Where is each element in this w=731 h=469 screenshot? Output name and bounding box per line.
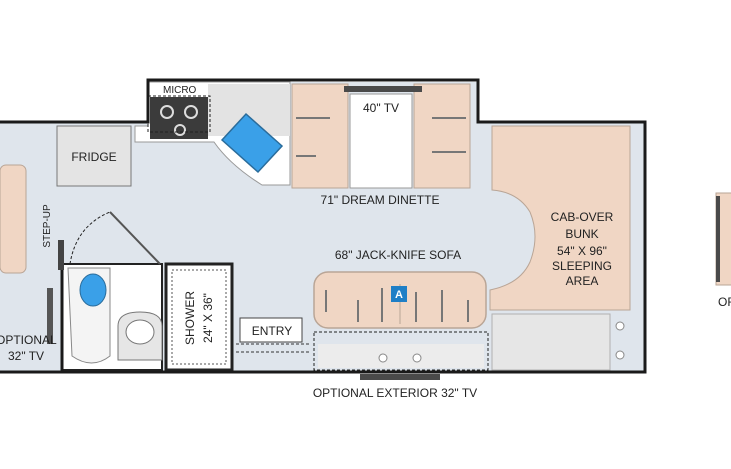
entry-step	[239, 317, 303, 343]
exterior-tv-label: OPTIONAL EXTERIOR 32" TV	[313, 386, 477, 400]
shower	[164, 262, 234, 372]
cab-over-label-1: CAB-OVER	[551, 210, 614, 224]
tv-40-bar	[344, 86, 422, 92]
shower-label-2: 24" X 36"	[201, 293, 215, 343]
cab-seat-area	[491, 313, 611, 371]
fridge-label: FRIDGE	[71, 150, 116, 164]
seat-knob	[615, 350, 625, 360]
tv-40-label: 40" TV	[363, 101, 399, 115]
micro-label: MICRO	[163, 85, 197, 96]
dinette-table	[349, 93, 413, 189]
kitchen-sink	[220, 112, 284, 174]
knob	[412, 353, 422, 363]
dinette-seat-right	[413, 83, 471, 189]
exterior-tv-bar	[360, 374, 440, 380]
marker-badge-text: A	[395, 289, 403, 301]
bath-sink	[79, 273, 107, 307]
bath-door	[109, 211, 161, 265]
cab-over-bunk-area	[489, 125, 631, 311]
right-partial-bar	[716, 196, 720, 282]
cab-over-label-5: AREA	[566, 274, 599, 288]
dinette-seat-left	[291, 83, 349, 189]
burner	[174, 124, 186, 136]
cab-over-label-3: 54" X 96"	[557, 244, 607, 258]
dinette-label: 71" DREAM DINETTE	[321, 193, 440, 207]
exterior-wall	[0, 78, 647, 374]
bath-door-swing	[69, 211, 111, 265]
step-up-bar	[58, 240, 64, 270]
cab-over-label-4: SLEEPING	[552, 259, 612, 273]
toilet-bowl	[125, 319, 155, 345]
burner	[184, 105, 198, 119]
shower-label-1: SHOWER	[183, 291, 197, 345]
optional-tv-left-label-2: 32" TV	[8, 349, 44, 363]
stovetop	[150, 97, 208, 139]
knob	[378, 353, 388, 363]
cab-over-label-2: BUNK	[565, 227, 598, 241]
sofa-extension-base	[318, 344, 484, 368]
shower-inner	[171, 269, 227, 365]
entry-label: ENTRY	[252, 324, 292, 338]
burner	[160, 105, 174, 119]
step-up-label: STEP-UP	[42, 204, 53, 248]
sofa-extension	[313, 331, 489, 371]
rear-tv-bar	[47, 288, 53, 344]
edge-label-right: OF	[718, 295, 731, 309]
sofa-label: 68" JACK-KNIFE SOFA	[335, 248, 461, 262]
marker-badge	[391, 286, 407, 302]
fridge	[56, 125, 132, 187]
optional-tv-left-label-1: OPTIONAL	[0, 333, 57, 347]
rear-bed	[0, 164, 27, 274]
seat-knob	[615, 321, 625, 331]
